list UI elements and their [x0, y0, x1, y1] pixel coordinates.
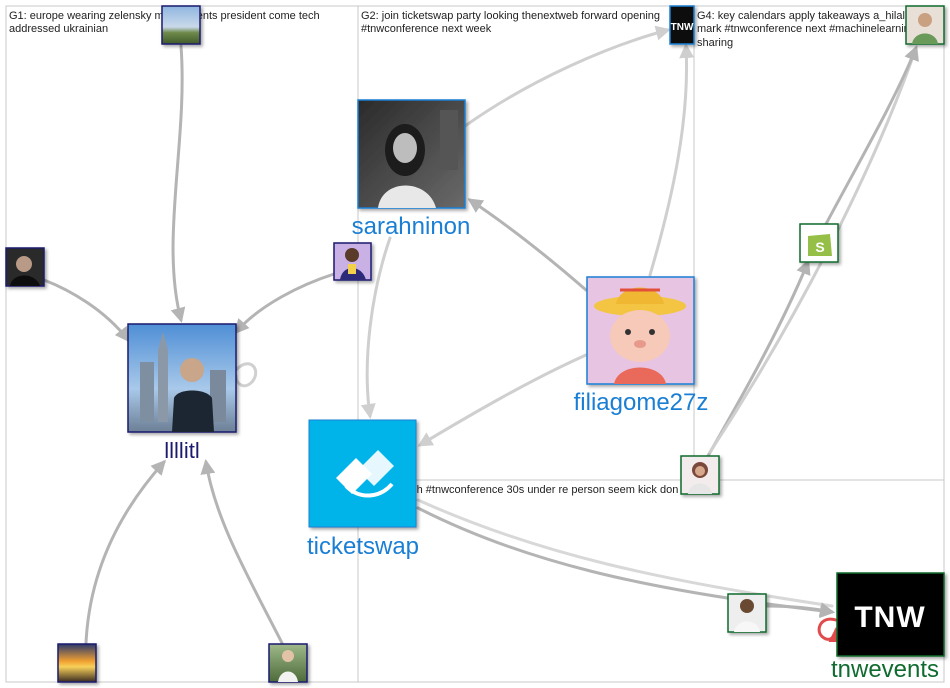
edge-sunset-to-llllitl [84, 459, 166, 645]
edge-filiagome-to-tnw [648, 43, 695, 277]
node-label-ticketswap: ticketswap [307, 533, 419, 560]
edge-tnwevents-selfloop [817, 617, 844, 643]
edge-llllitl-selfloop [234, 362, 258, 388]
group-label-g3: G3: tnw tech #tnwconference 30s under re… [361, 484, 678, 496]
group-label-g2: G2: join ticketswap party looking thenex… [361, 10, 660, 22]
node-g2-tnw[interactable]: TNW [669, 5, 695, 45]
edge-left-to-llllitl [42, 278, 130, 343]
tnw-small-logo-text: TNW [671, 22, 694, 33]
node-g4-woman[interactable] [905, 5, 945, 45]
edge-ticketswap-to-tnwevents-2 [416, 498, 834, 608]
edge-right-to-llllitl [234, 272, 336, 335]
node-filiagome27z[interactable] [586, 276, 695, 385]
edge-filiagome-to-sarahninon [467, 198, 588, 292]
group-label-g1-line2: addressed ukrainian [9, 23, 108, 35]
edge-outdoor-to-llllitl [200, 459, 284, 645]
shopify-icon: S [815, 239, 824, 255]
group-label-g2-line2: #tnwconference next week [361, 23, 492, 35]
node-tnwevents[interactable]: TNW [836, 572, 945, 657]
node-label-sarahninon: sarahninon [352, 213, 471, 240]
edge-top-to-llllitl [170, 44, 186, 323]
node-g4-shopify[interactable]: S [799, 223, 839, 263]
node-g4-woman2[interactable] [680, 455, 720, 495]
node-g3-woman[interactable] [727, 593, 767, 633]
node-g1-top[interactable] [161, 5, 201, 45]
node-label-filiagome27z: filiagome27z [574, 389, 709, 416]
edge-g3woman-to-tnwevents [764, 602, 835, 618]
node-sarahninon[interactable] [357, 99, 466, 209]
edge-shopify-to-g4woman [824, 45, 919, 226]
node-label-tnwevents: tnwevents [831, 656, 939, 683]
node-ticketswap[interactable] [308, 419, 417, 528]
node-g1-outdoor[interactable] [268, 643, 308, 683]
group-label-g4-line3: sharing [697, 37, 733, 49]
edge-sarahninon-to-ticketswap [360, 236, 392, 419]
node-g1-right[interactable] [333, 242, 372, 281]
tnw-logo-text: TNW [854, 601, 925, 634]
node-label-llllitl: llllitl [164, 438, 199, 463]
node-llllitl[interactable] [127, 323, 237, 433]
edge-woman-to-shopify [706, 259, 811, 458]
node-g1-sunset[interactable] [57, 643, 97, 683]
node-g1-left[interactable] [5, 247, 45, 287]
group-label-g4-line2: mark #tnwconference next #machinelearnin… [697, 23, 916, 35]
edge-sarahninon-to-tnw [463, 25, 671, 128]
group-label-g4: G4: key calendars apply takeaways a_hila… [697, 10, 905, 22]
edge-filiagome-to-ticketswap [417, 353, 588, 447]
